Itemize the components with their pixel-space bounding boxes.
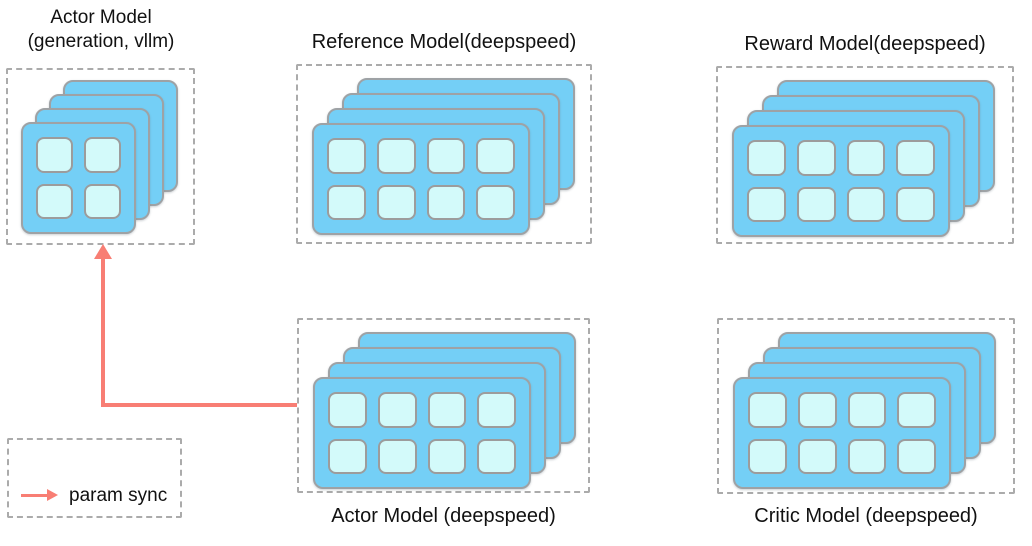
gpu-cell xyxy=(327,138,366,174)
gpu-cell xyxy=(747,186,786,222)
gpu-cell xyxy=(896,140,935,176)
gpu-cell xyxy=(896,186,935,222)
gpu-cell xyxy=(377,438,417,474)
gpu-card xyxy=(732,125,950,237)
gpu-stack-actor-vllm xyxy=(21,80,178,234)
title-critic-model-deepspeed: Critic Model (deepspeed) xyxy=(754,505,978,527)
title-reference-model: Reference Model(deepspeed) xyxy=(311,31,577,53)
gpu-cell xyxy=(327,184,366,220)
gpu-cell xyxy=(748,392,787,428)
legend-box: param sync xyxy=(7,438,182,518)
gpu-grid xyxy=(23,124,134,232)
gpu-cell xyxy=(427,392,467,428)
param-sync-arrow-icon xyxy=(21,489,58,501)
gpu-cell xyxy=(328,438,367,474)
gpu-cell xyxy=(846,140,886,176)
reward-model-box xyxy=(716,66,1014,244)
gpu-card xyxy=(21,122,136,234)
gpu-cell xyxy=(376,138,416,174)
gpu-cell xyxy=(846,186,886,222)
title-actor-model-deepspeed: Actor Model (deepspeed) xyxy=(331,505,556,527)
gpu-grid xyxy=(735,379,949,487)
gpu-cell xyxy=(477,438,516,474)
gpu-grid xyxy=(734,127,948,235)
param-sync-arrowhead-icon xyxy=(94,244,112,259)
gpu-cell xyxy=(797,392,837,428)
gpu-cell xyxy=(847,438,887,474)
gpu-cell xyxy=(897,392,936,428)
gpu-stack-reference xyxy=(312,78,575,235)
gpu-cell xyxy=(36,183,73,219)
param-sync-arrow-horizontal xyxy=(101,403,297,407)
gpu-cell xyxy=(427,438,467,474)
gpu-cell xyxy=(796,186,836,222)
reference-model-box xyxy=(296,64,592,244)
gpu-grid xyxy=(315,379,529,487)
gpu-cell xyxy=(84,183,121,219)
title-line: (generation, vllm) xyxy=(27,31,175,52)
gpu-cell xyxy=(476,184,515,220)
actor-vllm-box xyxy=(6,68,195,245)
gpu-cell xyxy=(426,138,466,174)
gpu-cell xyxy=(476,138,515,174)
gpu-grid xyxy=(314,125,528,233)
title-line: Actor Model xyxy=(50,7,152,28)
gpu-card xyxy=(733,377,951,489)
gpu-cell xyxy=(376,184,416,220)
gpu-cell xyxy=(36,137,73,173)
gpu-cell xyxy=(748,438,787,474)
title-reward-model: Reward Model(deepspeed) xyxy=(744,33,986,55)
gpu-cell xyxy=(426,184,466,220)
gpu-card xyxy=(313,377,531,489)
gpu-stack-actor-deepspeed xyxy=(313,332,576,489)
actor-deepspeed-box xyxy=(297,318,590,493)
gpu-card xyxy=(312,123,530,235)
gpu-cell xyxy=(84,137,121,173)
gpu-stack-reward xyxy=(732,80,995,237)
gpu-cell xyxy=(328,392,367,428)
gpu-cell xyxy=(747,140,786,176)
title-actor-model-vllm: Actor Model (generation, vllm) xyxy=(0,6,202,54)
gpu-cell xyxy=(847,392,887,428)
gpu-cell xyxy=(797,438,837,474)
legend-label: param sync xyxy=(69,484,168,506)
gpu-cell xyxy=(477,392,516,428)
gpu-cell xyxy=(897,438,936,474)
param-sync-arrow-vertical xyxy=(101,258,105,406)
gpu-stack-critic xyxy=(733,332,996,489)
critic-model-box xyxy=(717,318,1015,494)
gpu-cell xyxy=(377,392,417,428)
gpu-cell xyxy=(796,140,836,176)
